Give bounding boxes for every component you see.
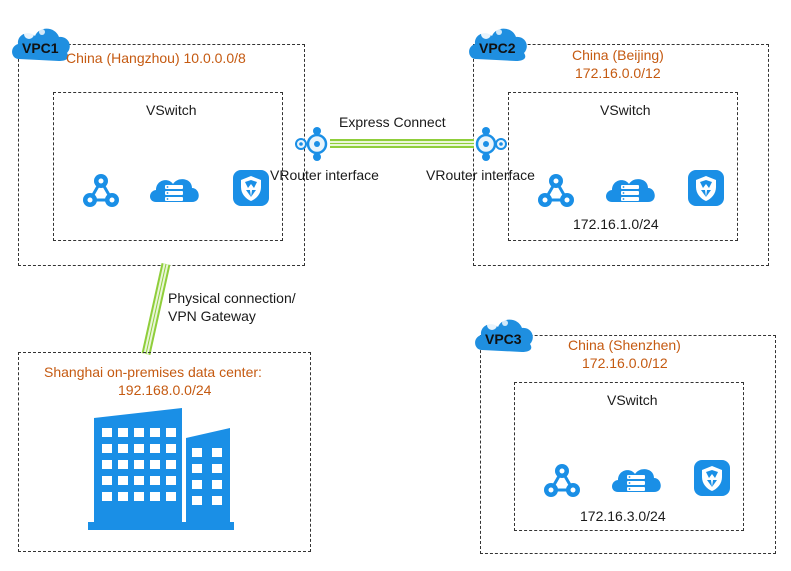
physical-connection-label: Physical connection/: [168, 290, 296, 306]
server-cloud-icon: [150, 179, 199, 202]
vpn-gateway-label: VPN Gateway: [168, 308, 256, 324]
express-connect-label: Express Connect: [339, 114, 446, 130]
vpc3-badge: VPC3: [485, 331, 522, 347]
vpc1-badge: VPC1: [22, 40, 59, 56]
cloud-badge-icon: [475, 319, 533, 352]
datacenter-name: Shanghai on-premises data center:: [44, 364, 262, 380]
cloud-badge-icon: [469, 28, 527, 61]
vpc2-boundary: [473, 44, 769, 266]
vpc3-region-cidr: 172.16.0.0/12: [582, 355, 668, 371]
vpc3-vswitch-label: VSwitch: [607, 392, 658, 408]
vpc2-vswitch-cidr: 172.16.1.0/24: [573, 216, 659, 232]
network-node-icon: [81, 172, 121, 209]
vpc2-region-name: China (Beijing): [572, 47, 664, 63]
vpc3-region-name: China (Shenzhen): [568, 337, 681, 353]
vpc3-vswitch-box: [514, 382, 744, 531]
vpc2-region-cidr: 172.16.0.0/12: [575, 65, 661, 81]
vrouter-port-icon: [295, 138, 307, 150]
express-connect-link: [330, 139, 474, 148]
vpc1-vswitch-label: VSwitch: [146, 102, 197, 118]
network-node-icon: [536, 172, 576, 209]
vpc1-vswitch-box: [53, 92, 283, 241]
vrouter-port-icon: [495, 138, 507, 150]
vpc2-badge: VPC2: [479, 40, 516, 56]
datacenter-cidr: 192.168.0.0/24: [118, 382, 212, 398]
physical-connection-link: [141, 263, 171, 355]
security-icon: [233, 170, 269, 206]
security-icon: [694, 460, 730, 496]
vpc2-vswitch-box: [508, 92, 738, 241]
building-icon: [88, 408, 234, 530]
server-cloud-icon: [612, 469, 661, 492]
server-cloud-icon: [606, 179, 655, 202]
cloud-badge-icon: [12, 28, 70, 61]
vpc2-vswitch-label: VSwitch: [600, 102, 651, 118]
vpc2-vrouter-label: VRouter interface: [426, 167, 535, 183]
vpc3-vswitch-cidr: 172.16.3.0/24: [580, 508, 666, 524]
vpc3-boundary: [480, 335, 776, 554]
security-icon: [688, 170, 724, 206]
vpc1-vrouter-label: VRouter interface: [270, 167, 379, 183]
vpc1-region: China (Hangzhou) 10.0.0.0/8: [66, 50, 246, 66]
network-node-icon: [542, 462, 582, 499]
datacenter-boundary: [18, 352, 311, 552]
